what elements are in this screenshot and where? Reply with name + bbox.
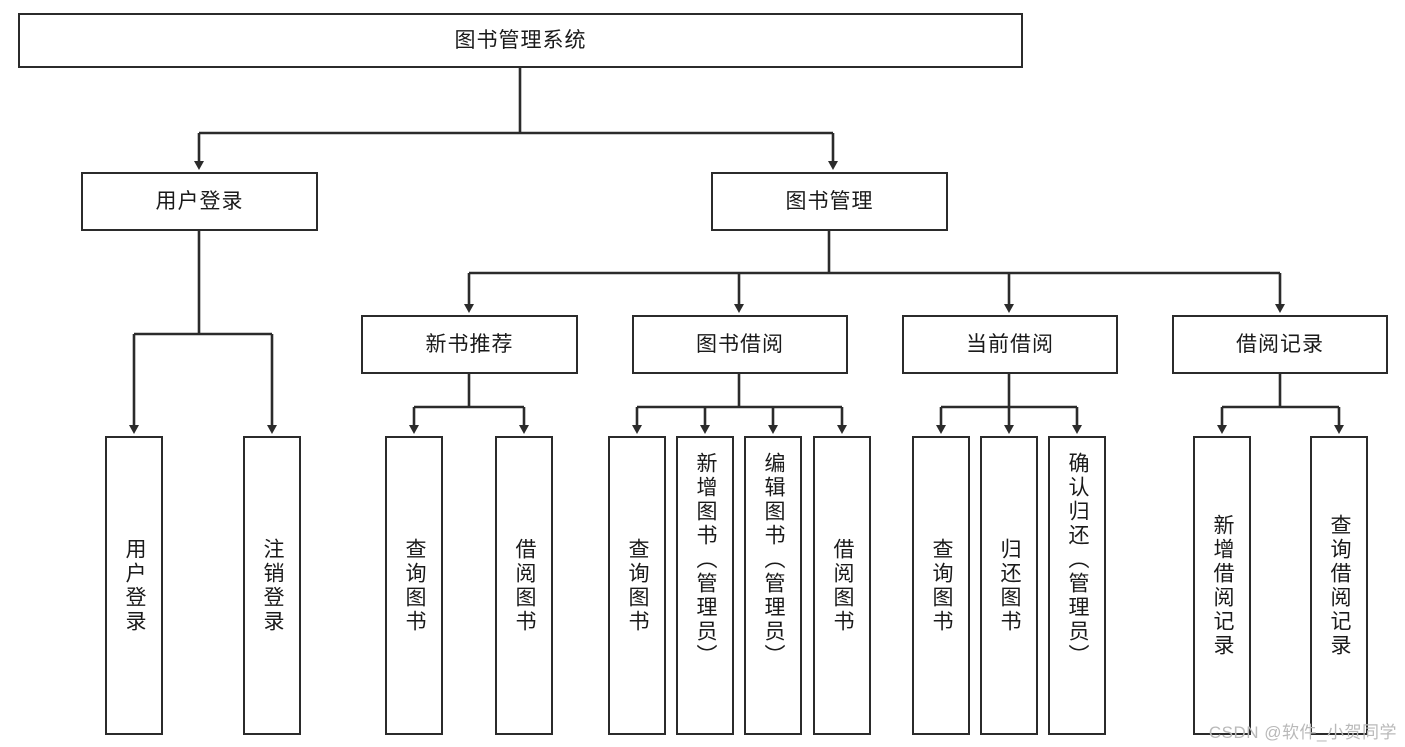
node-label: 编辑图书（管理员） xyxy=(762,452,786,668)
node-leaf-query-book-recommend[interactable]: 查询图书 xyxy=(385,436,443,735)
node-label: 用户登录 xyxy=(155,189,244,213)
node-borrow-record[interactable]: 借阅记录 xyxy=(1172,315,1388,374)
node-user-login[interactable]: 用户登录 xyxy=(81,172,318,231)
node-leaf-add-book-admin[interactable]: 新增图书（管理员） xyxy=(676,436,734,735)
node-label: 查询图书 xyxy=(626,537,650,634)
node-leaf-user-login[interactable]: 用户登录 xyxy=(105,436,163,735)
node-leaf-query-borrow-record[interactable]: 查询借阅记录 xyxy=(1310,436,1368,735)
node-label: 确认归还（管理员） xyxy=(1066,452,1090,668)
node-label: 图书管理 xyxy=(785,189,874,213)
node-leaf-add-borrow-record[interactable]: 新增借阅记录 xyxy=(1193,436,1251,735)
node-book-management[interactable]: 图书管理 xyxy=(711,172,948,231)
node-leaf-borrow-book[interactable]: 借阅图书 xyxy=(813,436,871,735)
node-label: 新增借阅记录 xyxy=(1211,513,1235,658)
node-leaf-query-book-current[interactable]: 查询图书 xyxy=(912,436,970,735)
node-label: 查询图书 xyxy=(403,537,427,634)
node-label: 新增图书（管理员） xyxy=(694,452,718,668)
node-label: 查询借阅记录 xyxy=(1328,513,1352,658)
node-book-borrow[interactable]: 图书借阅 xyxy=(632,315,848,374)
node-label: 借阅图书 xyxy=(513,537,537,634)
node-label: 用户登录 xyxy=(123,537,147,634)
node-label: 借阅图书 xyxy=(831,537,855,634)
node-label: 查询图书 xyxy=(930,537,954,634)
node-label: 当前借阅 xyxy=(966,332,1054,356)
node-label: 图书管理系统 xyxy=(454,28,587,52)
node-leaf-edit-book-admin[interactable]: 编辑图书（管理员） xyxy=(744,436,802,735)
node-root-book-management-system[interactable]: 图书管理系统 xyxy=(18,13,1023,68)
node-label: 借阅记录 xyxy=(1236,332,1324,356)
node-label: 注销登录 xyxy=(261,537,285,634)
node-leaf-return-book[interactable]: 归还图书 xyxy=(980,436,1038,735)
node-leaf-confirm-return-admin[interactable]: 确认归还（管理员） xyxy=(1048,436,1106,735)
node-label: 图书借阅 xyxy=(696,332,784,356)
node-leaf-borrow-book-recommend[interactable]: 借阅图书 xyxy=(495,436,553,735)
node-new-book-recommend[interactable]: 新书推荐 xyxy=(361,315,578,374)
node-leaf-logout[interactable]: 注销登录 xyxy=(243,436,301,735)
node-label: 新书推荐 xyxy=(425,332,514,356)
node-current-borrow[interactable]: 当前借阅 xyxy=(902,315,1118,374)
node-label: 归还图书 xyxy=(998,537,1022,634)
node-leaf-query-book[interactable]: 查询图书 xyxy=(608,436,666,735)
